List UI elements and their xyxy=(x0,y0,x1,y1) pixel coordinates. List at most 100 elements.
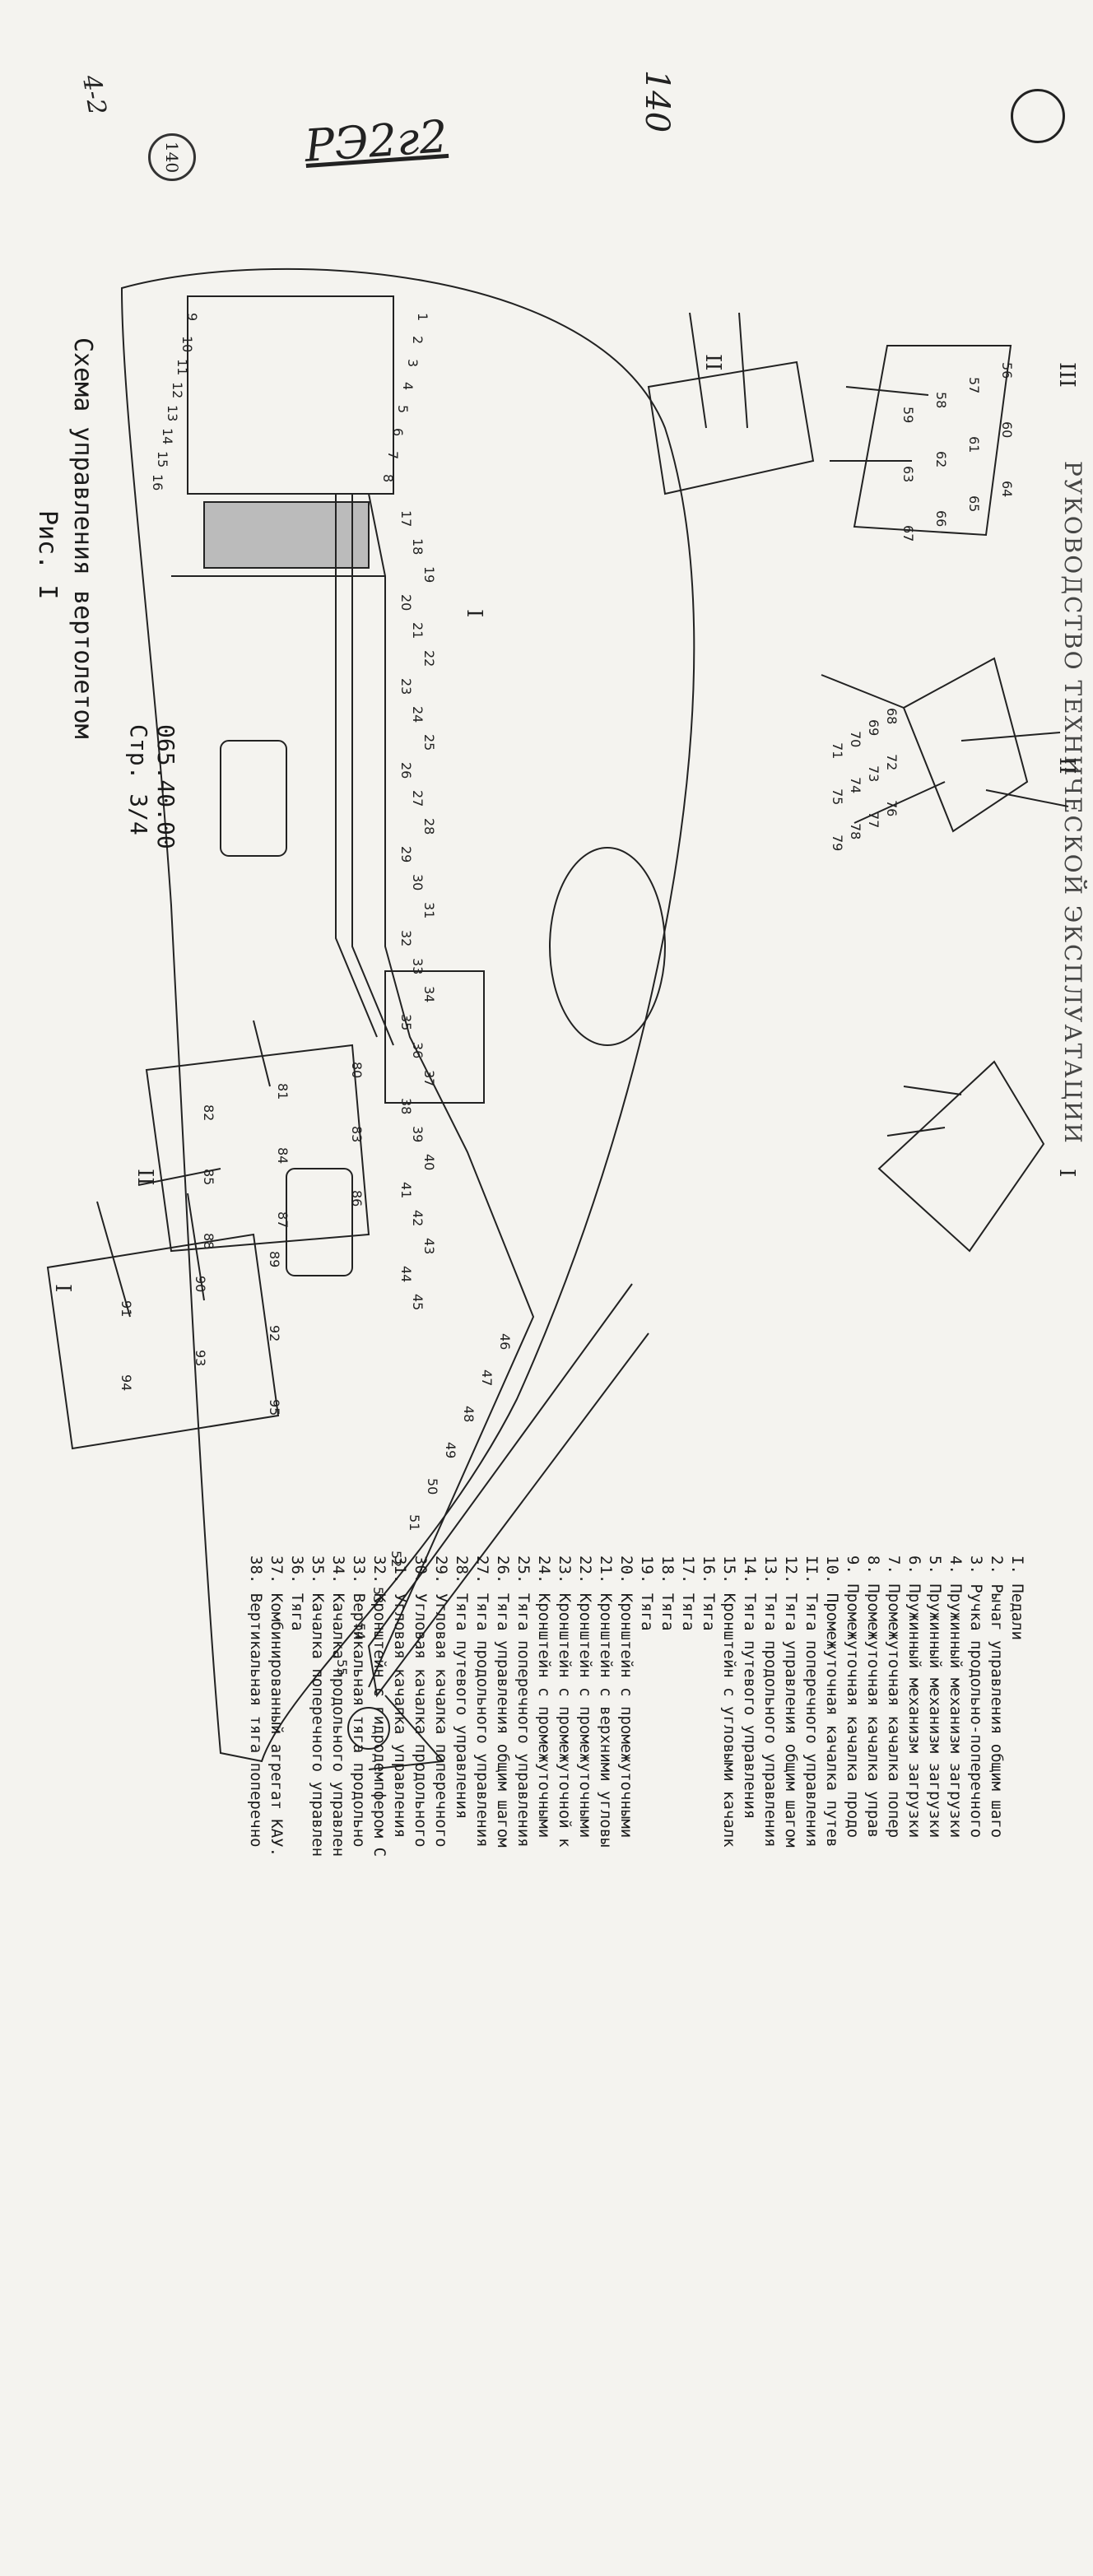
detail-II-left xyxy=(647,360,815,495)
legend-item: 22. Кронштейн с промежуточными xyxy=(576,1555,594,1839)
view-label: II xyxy=(133,1169,157,1186)
callout-number: 8 xyxy=(380,474,396,482)
legend-item: 3. Ручка продольно-поперечного xyxy=(967,1555,985,1839)
callout-number: 78 xyxy=(848,823,863,839)
caption-figure: Рис. I xyxy=(33,510,62,600)
legend-item: 37. Комбинированный агрегат КАУ. xyxy=(267,1555,286,1858)
callout-number: 58 xyxy=(933,392,949,408)
legend-item: 27. Тяга продольного управления xyxy=(473,1555,491,1848)
callout-number: 52 xyxy=(388,1551,404,1567)
legend-item: 25. Тяга поперечного управления xyxy=(514,1555,533,1848)
callout-number: 45 xyxy=(410,1294,426,1310)
callout-number: 12 xyxy=(170,382,185,398)
callout-number: 22 xyxy=(421,650,437,667)
callout-number: 62 xyxy=(933,451,949,467)
main-gearbox xyxy=(549,847,666,1046)
legend-item: 28. Тяга путевого управления xyxy=(453,1555,471,1820)
callout-number: 32 xyxy=(398,930,414,946)
callout-number: 36 xyxy=(410,1042,426,1058)
legend-item: 17. Тяга xyxy=(679,1555,697,1631)
figure-caption: Схема управления вертолетом Рис. I xyxy=(33,337,97,739)
callout-number: 39 xyxy=(410,1126,426,1142)
callout-number: 94 xyxy=(119,1374,134,1391)
legend-item: 10. Промежуточная качалка путев xyxy=(823,1555,841,1848)
callout-number: 27 xyxy=(410,790,426,807)
callout-number: 49 xyxy=(443,1442,458,1458)
callout-number: 53 xyxy=(370,1587,386,1603)
view-label: I xyxy=(1054,1169,1079,1177)
callout-number: 82 xyxy=(201,1104,216,1121)
callout-number: 76 xyxy=(884,800,900,816)
legend-item: 30. Угловая качалка продольного xyxy=(412,1555,430,1848)
callout-number: 70 xyxy=(848,731,863,747)
callout-number: 38 xyxy=(398,1098,414,1114)
callout-number: 7 xyxy=(385,451,401,459)
detail-III-top xyxy=(853,345,1012,537)
callout-number: 57 xyxy=(966,377,982,393)
legend-item: 38. Вертикальная тяга поперечно xyxy=(247,1555,265,1848)
callout-number: 73 xyxy=(866,765,881,782)
legend-item: 16. Тяга xyxy=(700,1555,718,1631)
callout-number: 69 xyxy=(866,719,881,736)
callout-number: 16 xyxy=(150,474,165,491)
callout-number: 14 xyxy=(160,428,175,444)
rotated-sheet: РУКОВОДСТВО ТЕХНИЧЕСКОЙ ЭКСПЛУАТАЦИИ xyxy=(33,267,1086,1857)
cockpit-frame xyxy=(187,295,394,495)
legend-item: 6. Пружинный механизм загрузки xyxy=(905,1555,923,1839)
callout-number: 29 xyxy=(398,846,414,863)
callout-number: 35 xyxy=(398,1014,414,1030)
legend-item: 20. Кронштейн с промежуточными xyxy=(617,1555,635,1839)
callout-number: 21 xyxy=(410,622,426,639)
callout-number: 59 xyxy=(900,407,916,423)
view-label: III xyxy=(1054,362,1079,388)
legend-item: II. Тяга поперечного управления xyxy=(802,1555,821,1848)
legend-item: 31. Угловая качалка управления xyxy=(391,1555,409,1839)
legend-item: I. Педали xyxy=(1008,1555,1026,1640)
legend-item: 7. Промежуточная качалка попер xyxy=(885,1555,903,1839)
callout-number: 66 xyxy=(933,510,949,527)
detail-I-top xyxy=(877,1060,1045,1253)
callout-number: 26 xyxy=(398,762,414,779)
callout-number: 51 xyxy=(407,1514,422,1531)
detail-II-bottom xyxy=(145,1044,370,1253)
caption-title: Схема управления вертолетом xyxy=(68,337,97,739)
callout-number: 19 xyxy=(421,566,437,583)
legend-item: 23. Кронштейн с промежуточной к xyxy=(556,1555,574,1848)
callout-number: 10 xyxy=(179,336,195,352)
callout-number: 85 xyxy=(201,1169,216,1185)
legend-item: 33. Вертикальная тяга продольно xyxy=(350,1555,368,1848)
view-label: II xyxy=(700,354,725,371)
callout-number: 23 xyxy=(398,678,414,695)
callout-number: 60 xyxy=(999,421,1015,438)
callout-number: 67 xyxy=(900,525,916,542)
callout-number: 18 xyxy=(410,538,426,555)
legend-item: 21. Кронштейн с верхними угловы xyxy=(597,1555,615,1848)
callout-number: 2 xyxy=(410,336,426,344)
callout-number: 65 xyxy=(966,495,982,512)
callout-number: 13 xyxy=(165,405,180,421)
window-panel xyxy=(286,1168,353,1276)
callout-number: 74 xyxy=(848,777,863,793)
callout-number: 80 xyxy=(349,1062,365,1078)
detail-I-bottom xyxy=(46,1233,280,1450)
view-label: I xyxy=(462,609,486,617)
callout-number: 3 xyxy=(405,359,421,367)
document-number-block: 065.40.00 Стр. 3/4 xyxy=(125,724,179,849)
callout-number: 34 xyxy=(421,986,437,1002)
callout-number: 46 xyxy=(497,1333,513,1350)
legend-item: 15. Кронштейн с угловыми качалк xyxy=(720,1555,738,1848)
callout-number: 92 xyxy=(267,1325,282,1341)
callout-number: 91 xyxy=(119,1300,134,1317)
callout-number: 37 xyxy=(421,1070,437,1086)
callout-number: 33 xyxy=(410,958,426,974)
callout-number: 86 xyxy=(349,1190,365,1207)
callout-number: 77 xyxy=(866,811,881,828)
callout-number: 30 xyxy=(410,874,426,890)
callout-number: 44 xyxy=(398,1266,414,1282)
callout-number: 81 xyxy=(275,1083,291,1100)
legend-item: 5. Пружинный механизм загрузки xyxy=(926,1555,944,1839)
tail-boom xyxy=(367,1283,649,1698)
legend-item: 9. Промежуточная качалка продо xyxy=(844,1555,862,1839)
console-shade xyxy=(203,501,370,569)
detail-II-top xyxy=(902,657,1029,833)
